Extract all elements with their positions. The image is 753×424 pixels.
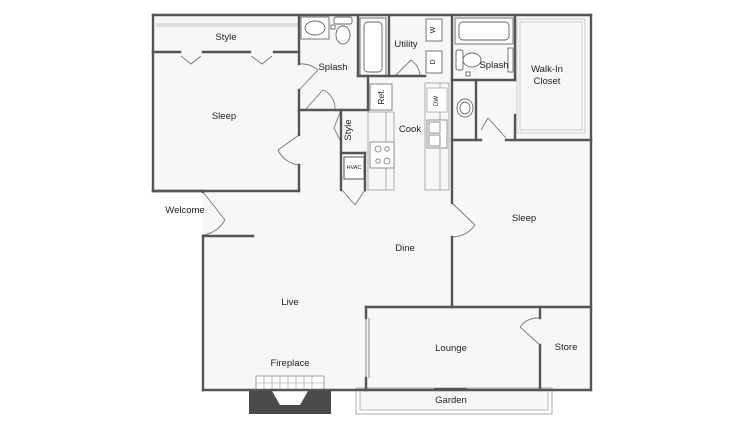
room-label-garden: Garden <box>435 395 467 406</box>
room-label-cook: Cook <box>398 124 422 135</box>
kitchen-sink-icon <box>426 119 448 149</box>
bathroom-1-fixtures <box>300 16 387 77</box>
style-closet-shelf <box>156 23 298 27</box>
room-label-sleep-2: Sleep <box>511 213 537 224</box>
fireplace-icon <box>249 375 331 414</box>
room-label-utility: Utility <box>394 39 418 50</box>
room-label-sleep-1: Sleep <box>211 111 237 122</box>
fixture-label-washer: W <box>430 26 437 34</box>
dryer-icon <box>425 50 443 74</box>
room-label-welcome: Welcome <box>165 205 205 216</box>
room-label-splash-2: Splash <box>479 60 509 71</box>
stove-icon <box>369 141 395 169</box>
room-label-walk-in-closet: Walk-In Closet <box>531 64 563 87</box>
dishwasher-icon <box>426 87 448 113</box>
room-label-store: Store <box>554 342 578 353</box>
bathroom-2-fixtures <box>454 17 514 118</box>
room-label-lounge: Lounge <box>435 343 467 354</box>
fixture-label-dishwasher: DW <box>434 96 440 106</box>
fixture-label-refrigerator: Ref. <box>376 89 386 105</box>
room-label-splash-1: Splash <box>318 62 348 73</box>
walls <box>151 13 593 392</box>
washer-icon <box>425 18 443 42</box>
room-label-dine: Dine <box>395 243 415 254</box>
room-label-style-hall: Style <box>343 119 354 141</box>
fixture-label-hvac: HVAC <box>346 165 362 171</box>
refrigerator-icon <box>369 83 393 111</box>
fixture-label-dryer: D <box>430 59 437 65</box>
room-label-live: Live <box>281 297 299 308</box>
room-label-style-top: Style <box>215 32 237 43</box>
room-label-fireplace: Fireplace <box>270 358 310 369</box>
closet-shelving <box>516 18 586 134</box>
